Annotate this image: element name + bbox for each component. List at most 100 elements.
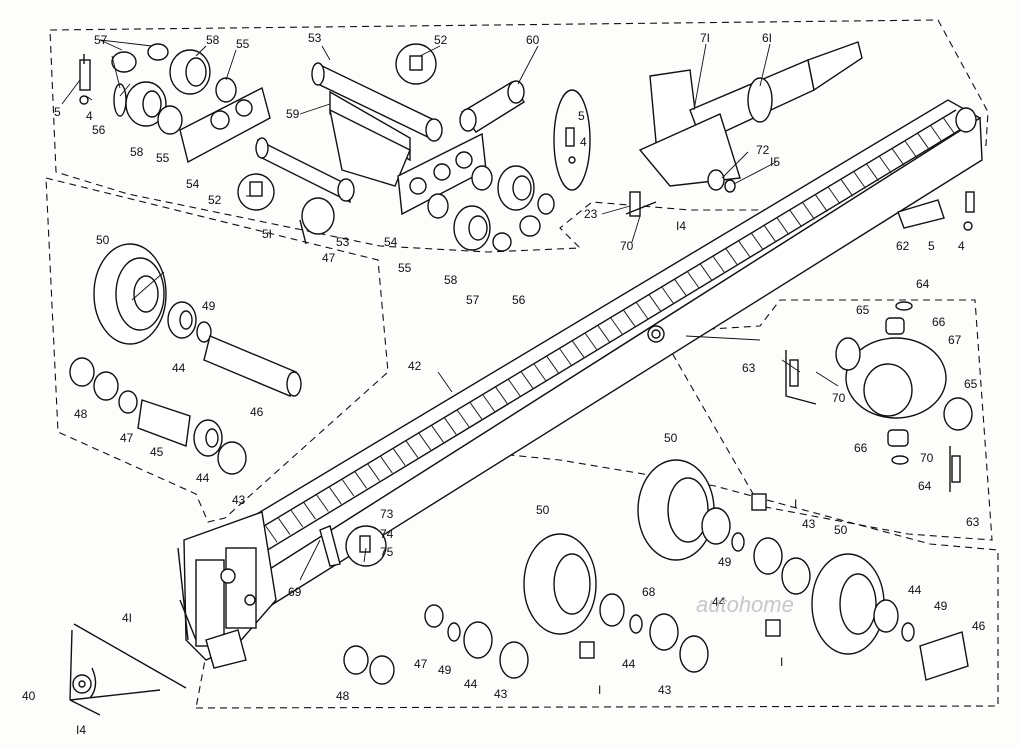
part-label: 42 bbox=[408, 359, 422, 373]
rack-tooth bbox=[392, 448, 406, 466]
part-label: 58 bbox=[444, 273, 458, 287]
leader-lines bbox=[61, 39, 839, 581]
part-label: 47 bbox=[414, 657, 428, 671]
rack-tooth bbox=[917, 132, 931, 151]
end-frame-assembly bbox=[177, 511, 277, 669]
rack-tooth bbox=[431, 424, 444, 443]
part-label: 43 bbox=[494, 687, 508, 701]
rack-tooth bbox=[776, 217, 790, 235]
right-gearbox-group bbox=[785, 301, 973, 492]
part-label: 50 bbox=[536, 503, 550, 517]
part-label: 44 bbox=[172, 361, 186, 375]
rack-tooth bbox=[622, 309, 636, 328]
part-label: 49 bbox=[202, 299, 216, 313]
part-label: 64 bbox=[916, 277, 930, 291]
shaft-part-41 bbox=[69, 623, 187, 716]
rack-tooth bbox=[469, 401, 483, 420]
part-label: 50 bbox=[834, 523, 848, 537]
part-label: 70 bbox=[620, 239, 634, 253]
part-label: 45 bbox=[150, 445, 164, 459]
rack-tooth bbox=[712, 255, 726, 274]
rack-tooth bbox=[418, 432, 432, 451]
rack-tooth bbox=[814, 194, 828, 212]
part-label: 55 bbox=[156, 151, 170, 165]
rack-tooth bbox=[738, 240, 751, 259]
rack-tooth bbox=[443, 417, 457, 435]
part-label: 44 bbox=[464, 677, 478, 691]
part-label: 75 bbox=[380, 545, 394, 559]
part-label: 72 bbox=[756, 143, 770, 157]
rack-tooth bbox=[546, 355, 560, 374]
part-label: 54 bbox=[384, 235, 398, 249]
part-label: 5 bbox=[928, 239, 935, 253]
part-label: 5I bbox=[262, 227, 272, 241]
part-label: I5 bbox=[770, 155, 780, 169]
rack-tooth bbox=[328, 486, 342, 505]
part-label: 74 bbox=[380, 527, 394, 541]
part-label: 48 bbox=[336, 689, 350, 703]
group-border-right bbox=[659, 299, 993, 541]
rack-tooth bbox=[507, 378, 521, 397]
rack-tooth bbox=[559, 348, 572, 366]
part-label: I bbox=[794, 497, 797, 511]
rack-tooth bbox=[750, 232, 764, 251]
rack-tooth bbox=[495, 386, 508, 405]
part-label: 55 bbox=[398, 261, 412, 275]
part-label: 49 bbox=[438, 663, 452, 677]
part-label: 55 bbox=[236, 37, 250, 51]
rack-tooth bbox=[827, 186, 841, 205]
left-pulley-group bbox=[69, 243, 302, 475]
part-label: 70 bbox=[920, 451, 934, 465]
rack-tooth bbox=[840, 178, 854, 197]
top-left-bearing-group bbox=[79, 43, 271, 164]
part-label: 44 bbox=[712, 595, 726, 609]
top-middle-shafts-group bbox=[237, 43, 591, 252]
rack-tooth bbox=[482, 394, 496, 412]
rack-tooth bbox=[904, 140, 918, 159]
part-label: 68 bbox=[642, 585, 656, 599]
part-label: 73 bbox=[380, 507, 394, 521]
part-label: 46 bbox=[972, 619, 986, 633]
part-label: 44 bbox=[196, 471, 210, 485]
part-label: 67 bbox=[948, 333, 962, 347]
part-label: 60 bbox=[526, 33, 540, 47]
rack-tooth bbox=[290, 509, 304, 528]
part-label: 4 bbox=[580, 135, 587, 149]
rack-tooth bbox=[520, 371, 534, 389]
rack-tooth bbox=[303, 501, 316, 520]
part-label: 47 bbox=[120, 431, 134, 445]
part-label: 57 bbox=[466, 293, 480, 307]
part-label: 23 bbox=[584, 207, 598, 221]
part-label: 53 bbox=[336, 235, 350, 249]
rack-tooth bbox=[763, 225, 777, 243]
part-label: I bbox=[598, 683, 601, 697]
part-label: 6I bbox=[762, 31, 772, 45]
top-right-drive-group bbox=[625, 41, 975, 231]
group-border-left bbox=[45, 177, 389, 523]
rack-tooth bbox=[661, 286, 675, 305]
part-label: 56 bbox=[512, 293, 526, 307]
part-label: 59 bbox=[286, 107, 300, 121]
rack-tooth bbox=[315, 494, 329, 512]
part-label: 69 bbox=[288, 585, 302, 599]
rack-tooth bbox=[648, 294, 662, 312]
part-label: 50 bbox=[664, 431, 678, 445]
rack-tooth bbox=[725, 248, 739, 266]
part-label: 49 bbox=[718, 555, 732, 569]
rack-tooth bbox=[379, 455, 393, 474]
rack-tooth bbox=[341, 478, 355, 497]
part-label: 65 bbox=[964, 377, 978, 391]
rack-tooth bbox=[699, 263, 713, 282]
part-label: 52 bbox=[208, 193, 222, 207]
rack-tooth bbox=[686, 271, 700, 289]
part-label: 48 bbox=[74, 407, 88, 421]
part-label: 66 bbox=[854, 441, 868, 455]
rack-tooth bbox=[264, 524, 278, 543]
part-label: 5 bbox=[578, 109, 585, 123]
rack-tooth bbox=[610, 317, 623, 335]
bottom-pulley-group bbox=[319, 459, 969, 685]
watermark-text: autohome bbox=[696, 592, 794, 617]
